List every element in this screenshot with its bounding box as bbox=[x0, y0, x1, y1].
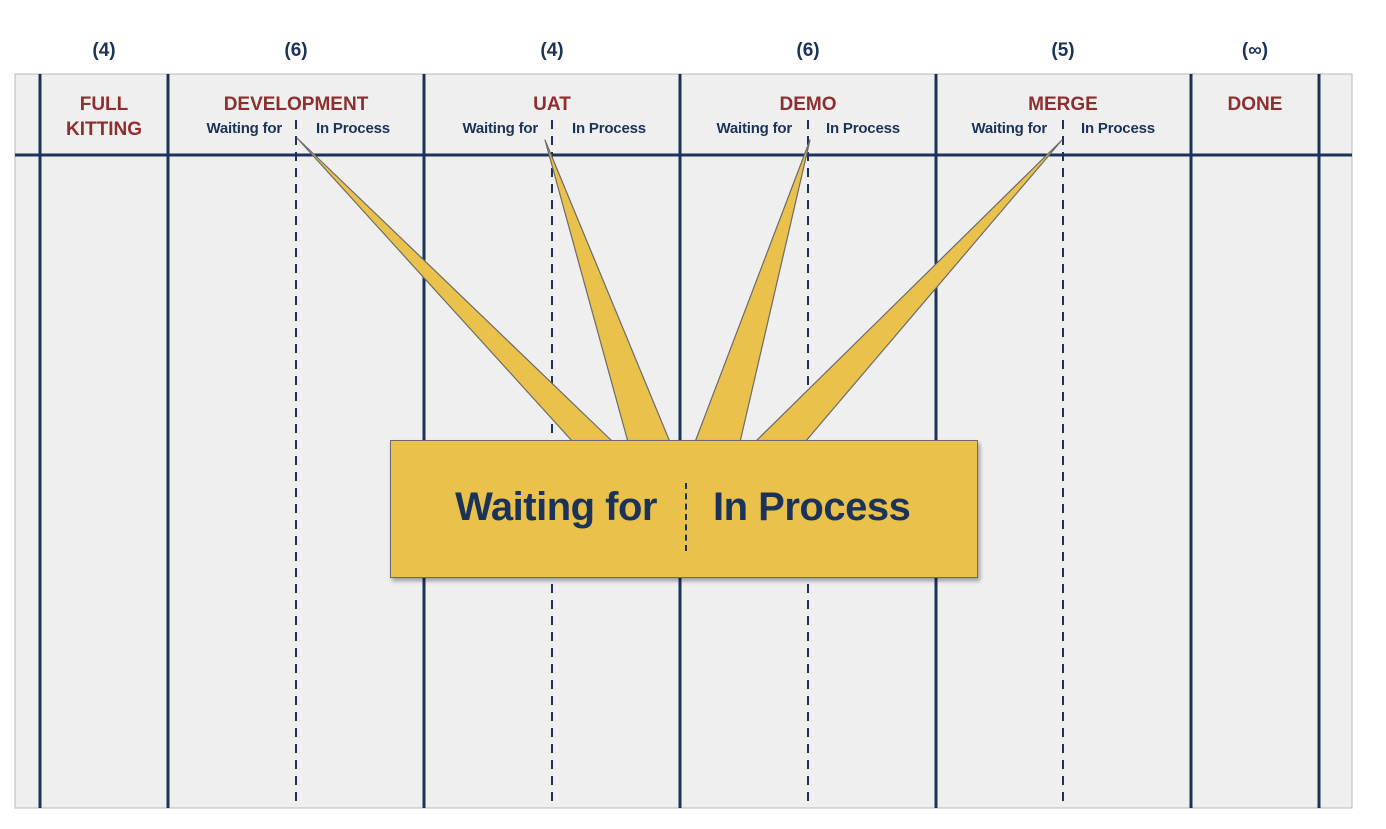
callout-label-waiting: Waiting for bbox=[455, 485, 657, 529]
subcolumn-label-waiting: Waiting for bbox=[206, 120, 282, 137]
subcolumn-label-waiting: Waiting for bbox=[462, 120, 538, 137]
wip-limit: (6) bbox=[796, 40, 820, 61]
column-title-demo: DEMO bbox=[779, 94, 837, 115]
wip-limit: (5) bbox=[1051, 40, 1075, 61]
subcolumn-label-waiting: Waiting for bbox=[716, 120, 792, 137]
callout-label-in-process: In Process bbox=[713, 485, 911, 529]
wip-limit: (6) bbox=[284, 40, 308, 61]
wip-limit: (∞) bbox=[1241, 40, 1269, 61]
callout-box: Waiting for In Process bbox=[390, 440, 978, 578]
subcolumn-label-in-process: In Process bbox=[572, 120, 646, 137]
column-title-uat: UAT bbox=[533, 94, 571, 115]
subcolumn-label-in-process: In Process bbox=[316, 120, 390, 137]
column-title-done: DONE bbox=[1227, 94, 1283, 115]
wip-limit: (4) bbox=[92, 40, 116, 61]
column-title-full-kitting: FULL KITTING bbox=[66, 94, 142, 140]
subcolumn-label-in-process: In Process bbox=[826, 120, 900, 137]
column-title-development: DEVELOPMENT bbox=[223, 94, 369, 115]
subcolumn-label-in-process: In Process bbox=[1081, 120, 1155, 137]
subcolumn-label-waiting: Waiting for bbox=[971, 120, 1047, 137]
callout-divider bbox=[685, 483, 687, 551]
wip-limit: (4) bbox=[540, 40, 564, 61]
column-title-merge: MERGE bbox=[1028, 94, 1098, 115]
